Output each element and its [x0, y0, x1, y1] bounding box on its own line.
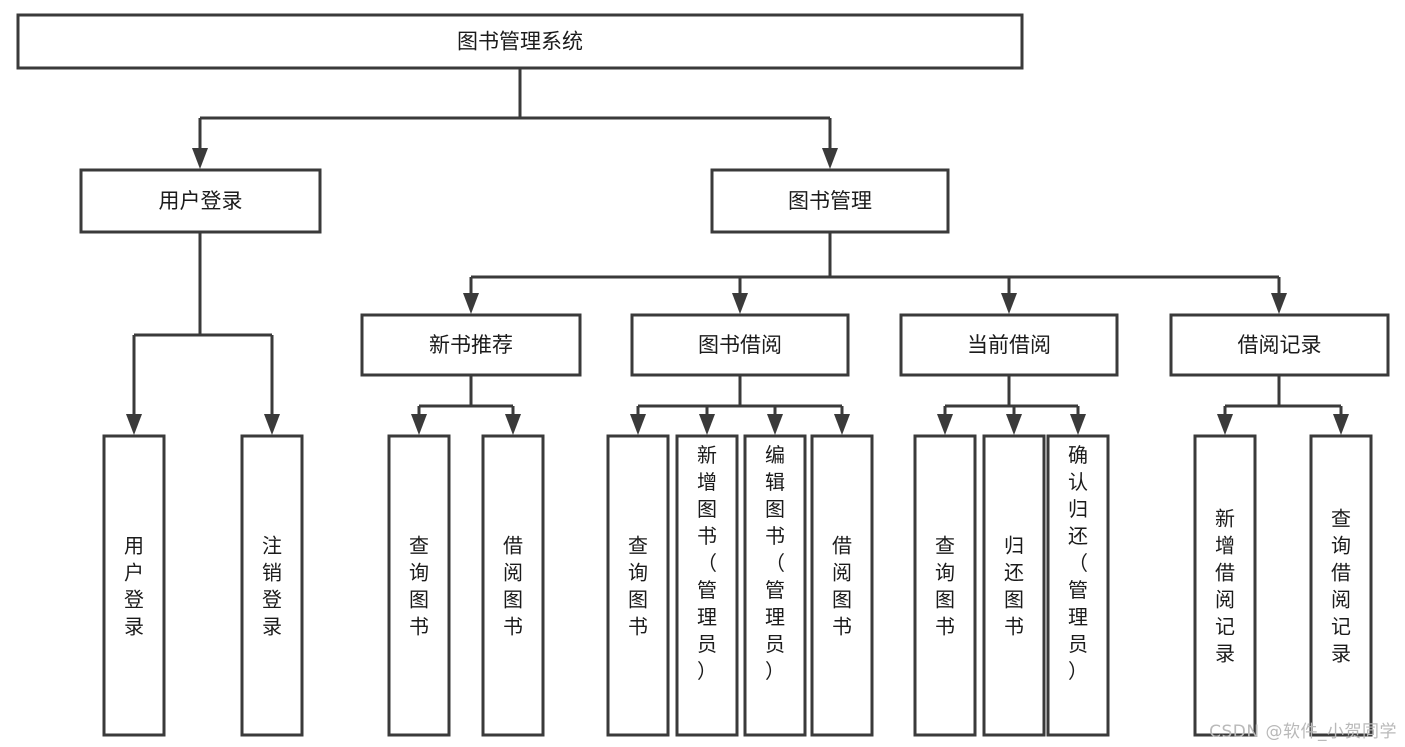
node-box-book-manage[interactable]: [710, 168, 950, 234]
node-box-leaf-query-book-2[interactable]: [606, 434, 670, 737]
arrow-head-icon: [505, 414, 521, 435]
connector-user-login: [126, 232, 280, 435]
arrow-head-icon: [630, 414, 646, 435]
node-label-leaf-logout-login: 注销登录: [262, 534, 282, 639]
node-box-root[interactable]: [16, 13, 1024, 70]
node-leaf-borrow-book-2[interactable]: 借阅图书: [810, 434, 874, 737]
arrow-head-icon: [699, 414, 715, 435]
node-box-leaf-add-book[interactable]: [675, 434, 739, 737]
node-box-borrow-record[interactable]: [1169, 313, 1390, 377]
arrow-head-icon: [732, 293, 748, 314]
node-box-leaf-query-borrow-record[interactable]: [1309, 434, 1373, 737]
arrow-head-icon: [1217, 414, 1233, 435]
node-box-new-book-recommend[interactable]: [360, 313, 582, 377]
connector-borrow-record: [1217, 375, 1349, 435]
arrow-head-icon: [192, 148, 208, 169]
node-leaf-query-book-1[interactable]: 查询图书: [387, 434, 451, 737]
node-label-leaf-borrow-book-2: 借阅图书: [832, 534, 852, 639]
node-label-leaf-add-borrow-record: 新增借阅记录: [1215, 507, 1235, 666]
node-label-leaf-query-book-1: 查询图书: [409, 534, 429, 639]
node-box-leaf-borrow-book-2[interactable]: [810, 434, 874, 737]
node-label-user-login: 用户登录: [159, 189, 243, 213]
node-label-book-manage: 图书管理: [788, 189, 872, 213]
node-label-leaf-add-book: 新增图书（管理员）: [697, 443, 717, 683]
node-box-leaf-query-book-3[interactable]: [913, 434, 977, 737]
arrow-head-icon: [834, 414, 850, 435]
node-label-leaf-edit-book: 编辑图书（管理员）: [765, 443, 785, 683]
node-box-leaf-borrow-book-1[interactable]: [481, 434, 545, 737]
node-leaf-query-borrow-record[interactable]: 查询借阅记录: [1309, 434, 1373, 737]
connector-root: [192, 68, 838, 169]
node-leaf-query-book-3[interactable]: 查询图书: [913, 434, 977, 737]
node-leaf-add-borrow-record[interactable]: 新增借阅记录: [1193, 434, 1257, 737]
arrow-head-icon: [1070, 414, 1086, 435]
connector-current-borrow: [937, 375, 1086, 435]
arrow-head-icon: [822, 148, 838, 169]
node-root[interactable]: 图书管理系统: [16, 13, 1024, 70]
node-label-leaf-user-login: 用户登录: [124, 534, 144, 639]
node-leaf-user-login[interactable]: 用户登录: [102, 434, 166, 737]
node-leaf-borrow-book-1[interactable]: 借阅图书: [481, 434, 545, 737]
node-label-leaf-return-book: 归还图书: [1004, 534, 1024, 639]
node-leaf-return-book[interactable]: 归还图书: [982, 434, 1046, 737]
node-label-leaf-query-borrow-record: 查询借阅记录: [1331, 507, 1351, 666]
node-box-leaf-confirm-return[interactable]: [1046, 434, 1110, 737]
arrow-head-icon: [937, 414, 953, 435]
node-label-book-borrow: 图书借阅: [698, 333, 782, 357]
node-box-leaf-add-borrow-record[interactable]: [1193, 434, 1257, 737]
node-box-leaf-edit-book[interactable]: [743, 434, 807, 737]
node-leaf-edit-book[interactable]: 编辑图书（管理员）: [743, 434, 807, 737]
arrow-head-icon: [1001, 293, 1017, 314]
connector-new-book-recommend: [411, 375, 521, 435]
connector-layer: [126, 68, 1349, 435]
node-book-borrow[interactable]: 图书借阅: [630, 313, 850, 377]
arrow-head-icon: [126, 414, 142, 435]
node-label-root: 图书管理系统: [457, 30, 583, 54]
node-box-leaf-user-login[interactable]: [102, 434, 166, 737]
node-user-login[interactable]: 用户登录: [79, 168, 322, 234]
node-label-leaf-borrow-book-1: 借阅图书: [503, 534, 523, 639]
node-box-leaf-return-book[interactable]: [982, 434, 1046, 737]
node-label-leaf-query-book-2: 查询图书: [628, 534, 648, 639]
node-book-manage[interactable]: 图书管理: [710, 168, 950, 234]
arrow-head-icon: [264, 414, 280, 435]
node-box-user-login[interactable]: [79, 168, 322, 234]
node-new-book-recommend[interactable]: 新书推荐: [360, 313, 582, 377]
node-box-leaf-query-book-1[interactable]: [387, 434, 451, 737]
node-box-book-borrow[interactable]: [630, 313, 850, 377]
node-borrow-record[interactable]: 借阅记录: [1169, 313, 1390, 377]
arrow-head-icon: [463, 293, 479, 314]
arrow-head-icon: [1006, 414, 1022, 435]
node-leaf-logout-login[interactable]: 注销登录: [240, 434, 304, 737]
node-box-leaf-logout-login[interactable]: [240, 434, 304, 737]
node-leaf-add-book[interactable]: 新增图书（管理员）: [675, 434, 739, 737]
arrow-head-icon: [1333, 414, 1349, 435]
node-label-current-borrow: 当前借阅: [967, 333, 1051, 357]
connector-book-borrow: [630, 375, 850, 435]
node-label-borrow-record: 借阅记录: [1238, 333, 1322, 357]
node-label-new-book-recommend: 新书推荐: [429, 333, 513, 357]
node-current-borrow[interactable]: 当前借阅: [899, 313, 1119, 377]
node-leaf-query-book-2[interactable]: 查询图书: [606, 434, 670, 737]
arrow-head-icon: [767, 414, 783, 435]
arrow-head-icon: [1271, 293, 1287, 314]
connector-book-manage: [463, 232, 1287, 314]
node-label-leaf-confirm-return: 确认归还（管理员）: [1068, 443, 1088, 683]
node-label-leaf-query-book-3: 查询图书: [935, 534, 955, 639]
node-leaf-confirm-return[interactable]: 确认归还（管理员）: [1046, 434, 1110, 737]
arrow-head-icon: [411, 414, 427, 435]
node-box-current-borrow[interactable]: [899, 313, 1119, 377]
